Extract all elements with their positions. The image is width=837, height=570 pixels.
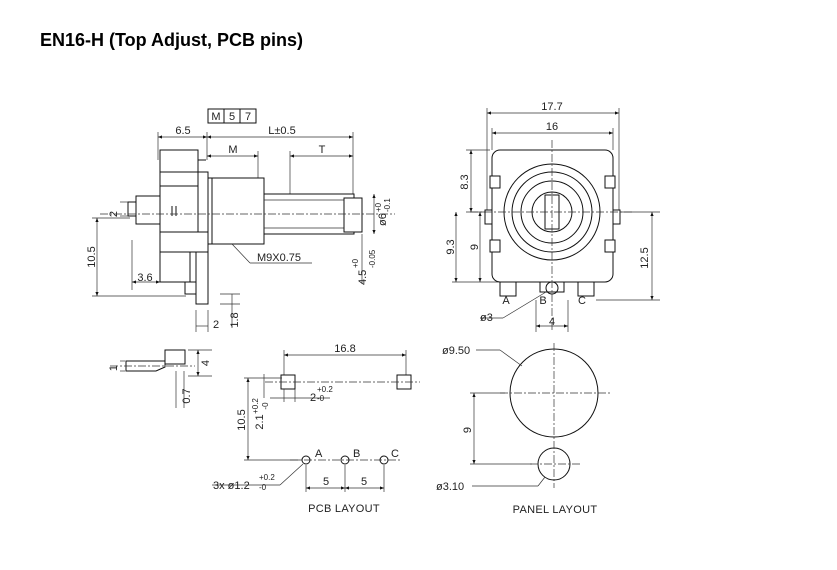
pcb-hole-a [301, 455, 311, 465]
dim-2-top: 2 [108, 211, 120, 217]
label-m: M [228, 144, 237, 156]
pcb-holes-tol-bot: -0 [259, 483, 267, 492]
front-pin-b: B [539, 295, 546, 307]
detail-dim-0-7: 0.7 [181, 388, 193, 403]
thread-label: M9X0.75 [257, 252, 301, 264]
shaft-tol-bot: -0.1 [383, 198, 392, 212]
dim-4-5: 4.5 [357, 270, 369, 285]
pcb-pin-a: A [315, 448, 323, 460]
detail-dim-4: 4 [200, 360, 212, 366]
page-title: EN16-H (Top Adjust, PCB pins) [40, 30, 303, 50]
tol-4-5-bot: -0.05 [368, 249, 377, 268]
front-view: 17.7 16 [445, 101, 660, 332]
encoder-side-body [127, 149, 363, 305]
dim-12-5: 12.5 [639, 247, 651, 268]
front-pin-c: C [578, 295, 586, 307]
pcb-pin-c: C [391, 448, 399, 460]
pcb-hole-c [379, 455, 389, 465]
pcb-tol-2-bot: -0 [317, 394, 325, 403]
dim-9-front: 9 [469, 244, 481, 250]
pcb-tol-2-1-top: +0.2 [251, 398, 260, 414]
pcb-dim-16-8: 16.8 [334, 343, 355, 355]
detail-dim-1: 1 [108, 365, 120, 371]
panel-layout-view: ø9.50 9 ø3.10 PANEL LAYOUT [436, 343, 610, 516]
pcb-dim-5-left: 5 [323, 476, 329, 488]
dim-6-5: 6.5 [175, 125, 190, 137]
pcb-pin-b: B [353, 448, 360, 460]
front-dia-3: ø3 [480, 312, 493, 324]
panel-layout-caption: PANEL LAYOUT [513, 504, 598, 516]
pcb-tol-2-1-bot: -0 [261, 402, 270, 410]
dim-3-6: 3.6 [137, 272, 152, 284]
code-box-5: 5 [229, 111, 235, 123]
pcb-dim-2: 2 [310, 392, 316, 404]
pcb-holes-tol-top: +0.2 [259, 473, 275, 482]
pcb-layout-caption: PCB LAYOUT [308, 503, 380, 515]
pcb-hole-b [340, 455, 350, 465]
dim-2-bottom: 2 [213, 319, 219, 331]
panel-dia-3-10: ø3.10 [436, 481, 464, 493]
pin-detail-view: 1 4 0.7 [108, 349, 212, 408]
label-t: T [319, 144, 326, 156]
pcb-dim-10-5: 10.5 [236, 409, 248, 430]
pcb-tol-2-top: +0.2 [317, 385, 333, 394]
dim-10-5-side: 10.5 [86, 246, 98, 267]
dim-17-7: 17.7 [541, 101, 562, 113]
pcb-layout-view: 16.8 2 +0.2 -0 10.5 2.1 +0.2 -0 A B C 3x [212, 343, 420, 515]
dim-1-8: 1.8 [229, 312, 241, 327]
panel-dim-9: 9 [462, 427, 474, 433]
side-view: M 5 7 6.5 L±0.5 M T [86, 108, 395, 332]
shaft-diameter: ø6 [377, 213, 389, 226]
front-pin-a: A [502, 295, 510, 307]
code-box-m: M [211, 111, 220, 123]
dim-9-3: 9.3 [445, 239, 457, 254]
panel-dia-9-50: ø9.50 [442, 345, 470, 357]
pcb-holes-spec: 3x ø1.2 [213, 480, 250, 492]
code-box-7: 7 [245, 111, 251, 123]
pcb-dim-5-right: 5 [361, 476, 367, 488]
dim-16: 16 [546, 121, 558, 133]
pcb-dim-2-1: 2.1 [254, 414, 266, 429]
dim-4-front: 4 [549, 316, 555, 328]
shaft-tol-top: +0 [374, 202, 383, 212]
dim-8-3: 8.3 [459, 174, 471, 189]
encoder-front-body [484, 149, 621, 297]
code-box: M 5 7 [207, 108, 257, 124]
dim-l: L±0.5 [268, 125, 295, 137]
tol-4-5-top: +0 [351, 258, 360, 268]
